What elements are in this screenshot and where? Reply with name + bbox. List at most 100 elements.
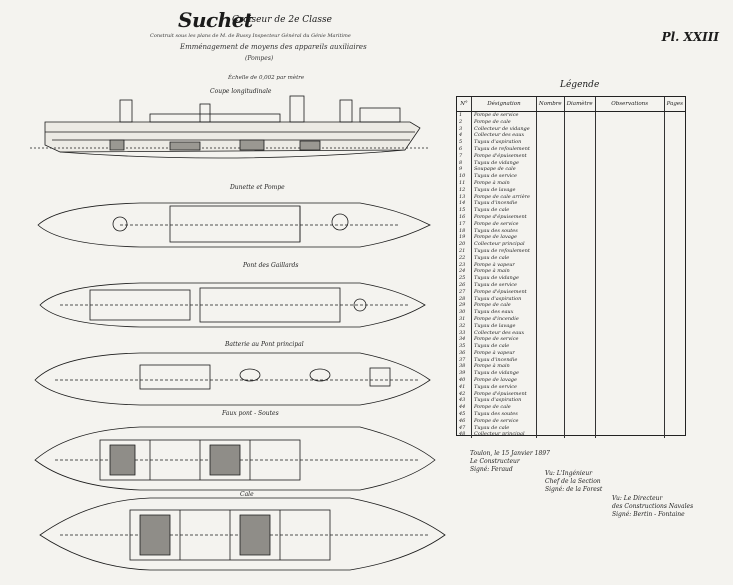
legend-row-count [535,281,565,289]
legend-row-page [663,220,685,228]
legend-row-name: Pompe à vapeur [471,261,537,269]
legend-row-page [663,173,685,180]
legend-row-obs [594,241,665,248]
legend-row-count [535,356,565,364]
label-view-5: Cale [240,491,254,498]
legend-row-obs [594,145,665,153]
scale-note: Échelle de 0,002 par mètre [228,75,305,81]
legend-row-name: Pompe à vapeur [471,349,537,357]
legend-row-num: 8 [459,159,463,166]
legend-row-name: Tuyau des soutes [471,227,537,235]
legend-row-diam [563,336,596,344]
legend-row-obs [594,220,665,228]
legend-row-count [535,390,565,398]
legend-row-diam [563,179,596,187]
legend-row-obs [594,207,665,214]
legend-row-page [663,329,685,337]
legend-row-diam [563,281,596,289]
legend-row-name: Collecteur des eaux [471,132,537,140]
legend-row-name: Soupape de cale [471,166,537,174]
legend-row-page [663,241,685,248]
legend-row-diam [563,377,596,384]
legend-col-obs: Observations [594,97,665,112]
legend-row-num: 40 [459,377,466,384]
legend-row-name: Pompe de lavage [471,377,537,384]
legend-col-num: N° [457,97,472,112]
legend-row-obs [594,397,665,405]
legend-row: 40 Pompe de lavage [457,377,685,384]
legend-row-diam [563,139,596,146]
legend-row-count [535,411,565,418]
legend-row-num: 46 [459,417,466,424]
legend-row-name: Collecteur principal [471,241,537,248]
legend-row-name: Tuyau d'aspiration [471,295,537,303]
legend-row-diam [563,173,596,180]
legend-row-diam [563,227,596,235]
plan-forecastle [39,282,426,328]
legend-row-num: 47 [459,424,466,431]
legend-row-page [663,363,685,371]
legend-col-count: Nombre [535,97,565,112]
legend-row-count [535,336,565,344]
label-profile: Coupe longitudinale [210,88,272,95]
legend-row-count [535,363,565,371]
legend-row-diam [563,118,596,126]
legend-row-count [535,220,565,228]
legend-row-name: Tuyau d'aspiration [471,397,537,405]
legend-row-obs [594,343,665,350]
legend-row-num: 1 [459,112,463,118]
legend-row-name: Collecteur principal [471,431,537,439]
legend-row-count [535,383,565,391]
signature-engineer: Vu: L'Ingénieur Chef de la Section Signé… [545,470,603,493]
legend-row-obs [594,363,665,371]
legend-row-page [663,309,685,316]
legend-row-num: 24 [459,268,466,275]
legend-row-obs [594,383,665,391]
legend-row-obs [594,390,665,398]
legend-row-name: Tuyau d'aspiration [471,139,537,146]
legend-row-count [535,234,565,242]
legend-row-num: 39 [459,370,466,377]
legend-row-diam [563,356,596,364]
legend-row-name: Tuyau de lavage [471,186,537,194]
legend-row-page [663,431,685,439]
legend-row-diam [563,254,596,262]
legend-row-obs [594,152,665,160]
legend-row-num: 42 [459,390,466,397]
legend-row-obs [594,234,665,242]
legend-row-obs [594,329,665,337]
legend-row-page [663,390,685,398]
legend-row-page [663,356,685,364]
legend-row-num: 48 [459,431,466,438]
legend-row-obs [594,336,665,344]
legend-row-count [535,193,565,201]
legend-row-name: Tuyau de lavage [471,322,537,330]
legend-col-diam: Diamètre [563,97,596,112]
legend-row-num: 9 [459,166,463,173]
legend-row-name: Pompe de cale arrière [471,193,537,201]
legend-row-name: Pompe d'épuisement [471,288,537,296]
legend-row-num: 3 [459,125,463,132]
legend-row-page [663,193,685,201]
legend-col-name: Désignation [471,97,537,112]
legend-row-count [535,111,565,119]
legend-row-count [535,377,565,384]
legend-row-diam [563,111,596,119]
legend-row-page [663,397,685,405]
legend-row-page [663,145,685,153]
legend-row-obs [594,247,665,255]
